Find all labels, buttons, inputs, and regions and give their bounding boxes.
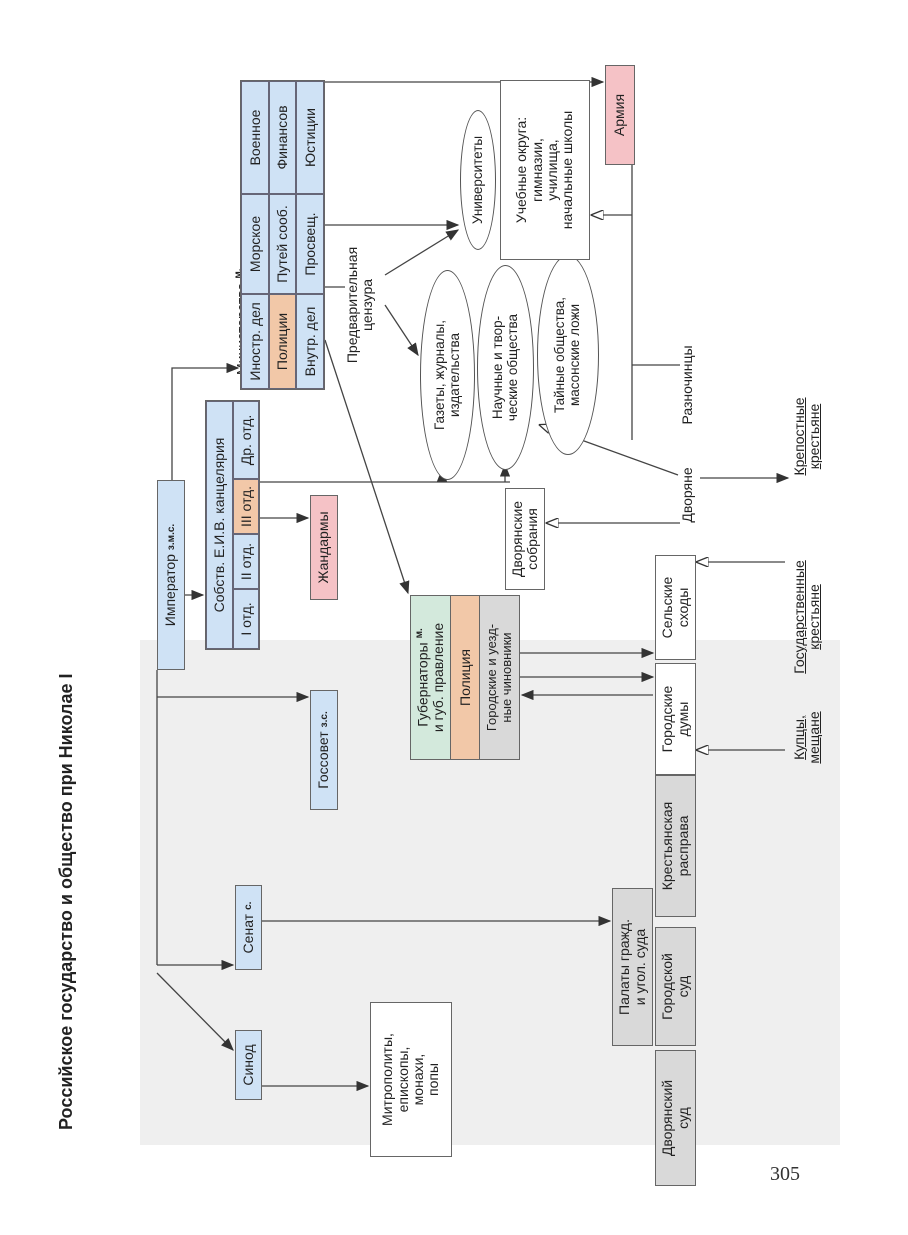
synod-box: Синод — [235, 1030, 262, 1100]
ministry-cell-police: Полиции — [268, 294, 297, 389]
ministry-cell: Внутр. дел — [296, 294, 324, 389]
emperor-box: Император з.м.с. — [157, 480, 185, 670]
city-court-box: Городской суд — [655, 927, 696, 1046]
page-number: 305 — [770, 1163, 800, 1185]
gendarmes-box: Жандармы — [310, 495, 338, 600]
village-gatherings-box: Сельские сходы — [655, 555, 696, 660]
scientific-societies-ellipse: Научные и твор- ческие общества — [477, 265, 534, 470]
city-dumas-box: Городские думы — [655, 663, 696, 775]
schools-box: Учебные округа: гимназии, училища, начал… — [500, 80, 590, 260]
raznochintsy-label: Разночинцы — [679, 345, 695, 425]
senate-label: Сенат — [239, 913, 256, 954]
universities-ellipse: Университеты — [460, 110, 496, 250]
gossovet-box: Госсовет з.с. — [310, 690, 338, 810]
state-peasants-label: Государственные крестьяне — [791, 560, 823, 674]
senate-box: Сенат с. — [235, 885, 262, 970]
ministry-cell: Иностр. дел — [241, 294, 269, 389]
arrow-to-governors — [324, 339, 410, 595]
serfs-label: Крепостные крестьяне — [791, 397, 823, 476]
gossovet-mark: з.с. — [318, 711, 330, 728]
arrow-to-synod — [156, 972, 234, 1051]
governors-police: Полиция — [450, 596, 481, 759]
governors-mark: м. — [414, 628, 426, 639]
ministry-cell: Финансов — [268, 81, 297, 194]
clergy-box: Митрополиты, епископы, монахи, попы — [370, 1002, 452, 1157]
press-ellipse: Газеты, журналы, издательства — [420, 270, 475, 480]
senate-mark: с. — [243, 901, 254, 910]
governors-box: Губернаторы м. и губ. правление Полиция Г… — [410, 595, 520, 760]
chancellery-dept: I отд. — [232, 589, 259, 649]
chancellery-dept-third: III отд. — [232, 479, 259, 534]
chancellery-table: Собств. Е.И.В. канцелярия I отд. II отд.… — [205, 400, 260, 650]
synod-label: Синод — [239, 1044, 256, 1086]
noble-court-box: Дворянский суд — [655, 1050, 696, 1186]
nobles-label: Дворяне — [679, 467, 695, 523]
noble-assemblies-box: Дворянские собрания — [505, 488, 545, 590]
ministry-cell: Морское — [241, 194, 269, 294]
gossovet-label: Госсовет — [315, 731, 332, 789]
chancellery-title: Собств. Е.И.В. канцелярия — [206, 401, 233, 649]
arrow-to-ministries — [171, 362, 240, 480]
ministry-cell: Путей сооб. — [268, 194, 297, 294]
ministries-table: Иностр. дел Морское Военное Полиции Путе… — [240, 80, 325, 390]
raznochintsy-to-schools — [631, 165, 680, 440]
peasant-court-box: Крестьянская расправа — [655, 775, 696, 917]
emperor-mark: з.м.с. — [165, 523, 177, 551]
chambers-court-box: Палаты гражд. и угол. суда — [612, 888, 653, 1046]
ministry-cell: Юстиции — [296, 81, 324, 194]
governors-title: Губернаторы — [414, 642, 431, 727]
secret-societies-ellipse: Тайные общества, масонские ложи — [537, 255, 599, 455]
ministry-cell: Просвещ. — [296, 194, 324, 294]
chancellery-dept: Др. отд. — [232, 401, 259, 479]
chancellery-dept: II отд. — [232, 534, 259, 589]
governors-section: Губернаторы м. и губ. правление — [411, 596, 451, 759]
merchants-label: Купцы, мещане — [791, 711, 823, 764]
governors-subtitle: и губ. правление — [430, 622, 447, 733]
emperor-label: Император — [162, 554, 179, 627]
governors-officials: Городские и уезд- ные чиновники — [480, 596, 519, 759]
ministry-cell: Военное — [241, 81, 269, 194]
army-box: Армия — [605, 65, 635, 165]
censorship-label: Предварительная цензура — [344, 246, 376, 364]
